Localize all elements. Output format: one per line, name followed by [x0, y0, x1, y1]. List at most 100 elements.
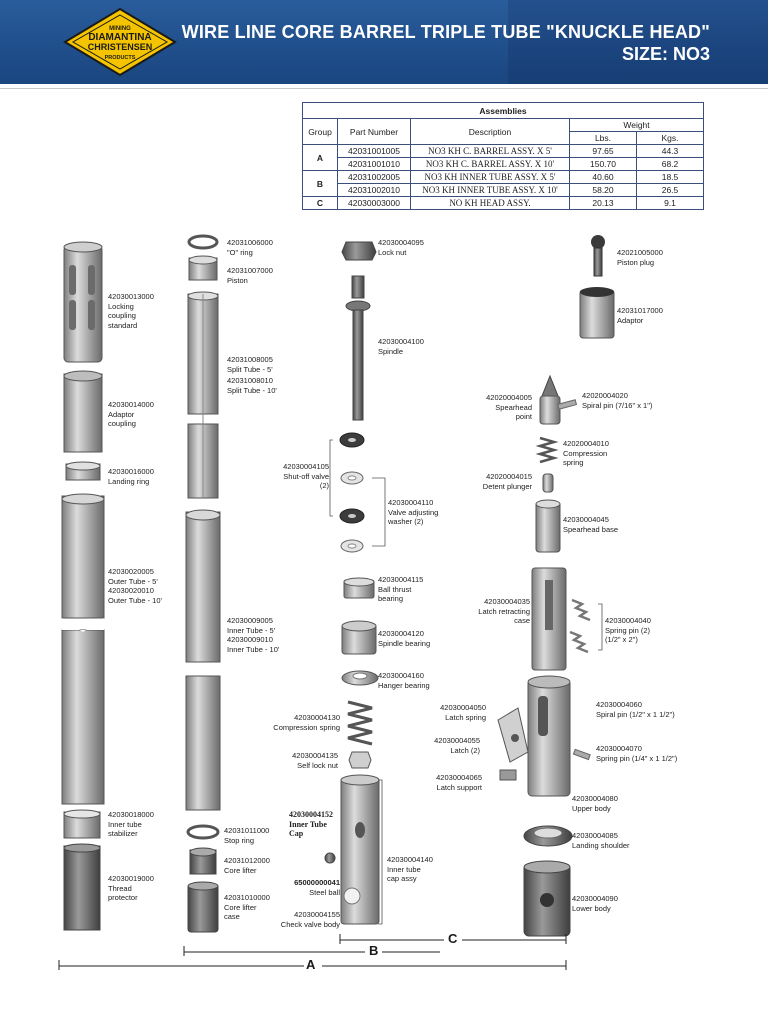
part-desc: (1/2" x 2") [605, 635, 638, 644]
part-desc: Ball thrust [378, 584, 412, 594]
part-number: 42030004115 [378, 575, 424, 584]
part-desc: Spring pin (2) [605, 625, 651, 635]
part-desc: washer (2) [388, 517, 424, 526]
part-number: 42030004055 [434, 736, 480, 745]
page-title: WIRE LINE CORE BARREL TRIPLE TUBE "KNUCK… [181, 22, 710, 42]
part-desc: Piston plug [617, 257, 655, 267]
part-desc: Valve adjusting [388, 507, 439, 517]
part-number: 42030004080 [572, 794, 618, 803]
spindle-bearing [341, 620, 377, 655]
part-desc: Compression [563, 448, 608, 458]
upper-body [527, 675, 571, 797]
part-number: 65000000041 [294, 878, 340, 887]
part-desc: case [514, 616, 530, 625]
part-number: 42030004155 [294, 910, 340, 919]
core-lifter [189, 847, 217, 875]
stop-ring [186, 824, 220, 840]
part-desc: Spearhead [495, 402, 532, 412]
landing-ring [65, 461, 101, 481]
part-number: 42020004020 [582, 391, 628, 400]
dimension-c: C [448, 931, 458, 946]
cell-kgs: 9.1 [636, 196, 704, 210]
part-desc: Steel ball [309, 887, 340, 897]
latch-support [499, 769, 517, 781]
locking-coupling [63, 241, 103, 363]
part-number: 42031017000 [617, 306, 663, 315]
part-desc: Locking [108, 301, 134, 311]
part-number: 42030019000 [108, 874, 154, 883]
part-desc: coupling [108, 419, 136, 428]
part-number: 42030004152 [289, 810, 333, 819]
part-number: 42031011000 [224, 826, 270, 835]
part-desc: Outer Tube - 10' [108, 595, 162, 605]
part-desc: Check valve body [280, 919, 340, 929]
part-desc: Split Tube - 10' [227, 385, 277, 395]
part-number: 42030004065 [436, 773, 482, 782]
svg-text:CHRISTENSEN: CHRISTENSEN [88, 42, 153, 52]
part-number: 42030009010 [227, 635, 273, 644]
part-number: 42030014000 [108, 400, 154, 409]
part-desc: Inner Tube - 5' [227, 625, 276, 635]
table-row: A 42031001005 NO3 KH C. BARREL ASSY. X 5… [302, 144, 704, 171]
shut-off-valve [339, 432, 365, 524]
part-number: 42020004015 [486, 472, 532, 481]
part-number: 42030004135 [292, 751, 338, 760]
part-number: 42030004140 [387, 855, 433, 864]
part-number: 42030009005 [227, 616, 273, 625]
self-lock-nut [348, 751, 372, 769]
landing-shoulder [523, 825, 573, 847]
inner-tube-stabilizer [63, 809, 101, 839]
cell-group: B [302, 170, 338, 197]
part-desc: Stop ring [224, 835, 255, 845]
part-desc: Core lifter [224, 902, 257, 912]
latch-assembly [497, 707, 529, 763]
core-lifter-case [187, 881, 219, 933]
part-desc: protector [108, 893, 138, 902]
col-desc: Description [410, 118, 570, 145]
part-number: 42030004130 [294, 713, 340, 722]
part-desc: Hanger bearing [378, 680, 430, 690]
part-number: 42030004040 [605, 616, 651, 625]
spring-pins [569, 598, 591, 654]
piston [188, 255, 218, 281]
part-desc: Latch retracting [478, 606, 530, 616]
header-fold [508, 0, 768, 84]
part-desc: stabilizer [108, 829, 138, 838]
part-number: 42030004120 [378, 629, 424, 638]
part-desc: Spindle [378, 346, 404, 356]
part-desc: Spindle bearing [378, 638, 431, 648]
svg-text:DIAMANTINA: DIAMANTINA [88, 32, 151, 43]
part-number: 42030013000 [108, 292, 154, 301]
dimension-a: A [306, 957, 316, 972]
inner-tube [185, 509, 221, 811]
part-desc: Outer Tube - 5' [108, 576, 158, 586]
part-desc: Lock nut [378, 247, 407, 257]
ball-thrust-bearing [343, 577, 375, 599]
part-desc: spring [563, 458, 584, 467]
label-o-ring: 42031006000"O" ring [227, 238, 273, 257]
inner-tube-cap [340, 774, 380, 925]
part-number: 42030004050 [440, 703, 486, 712]
part-desc: Landing shoulder [572, 840, 630, 850]
part-number: 42031012000 [224, 856, 270, 865]
spearhead-point [539, 374, 561, 425]
